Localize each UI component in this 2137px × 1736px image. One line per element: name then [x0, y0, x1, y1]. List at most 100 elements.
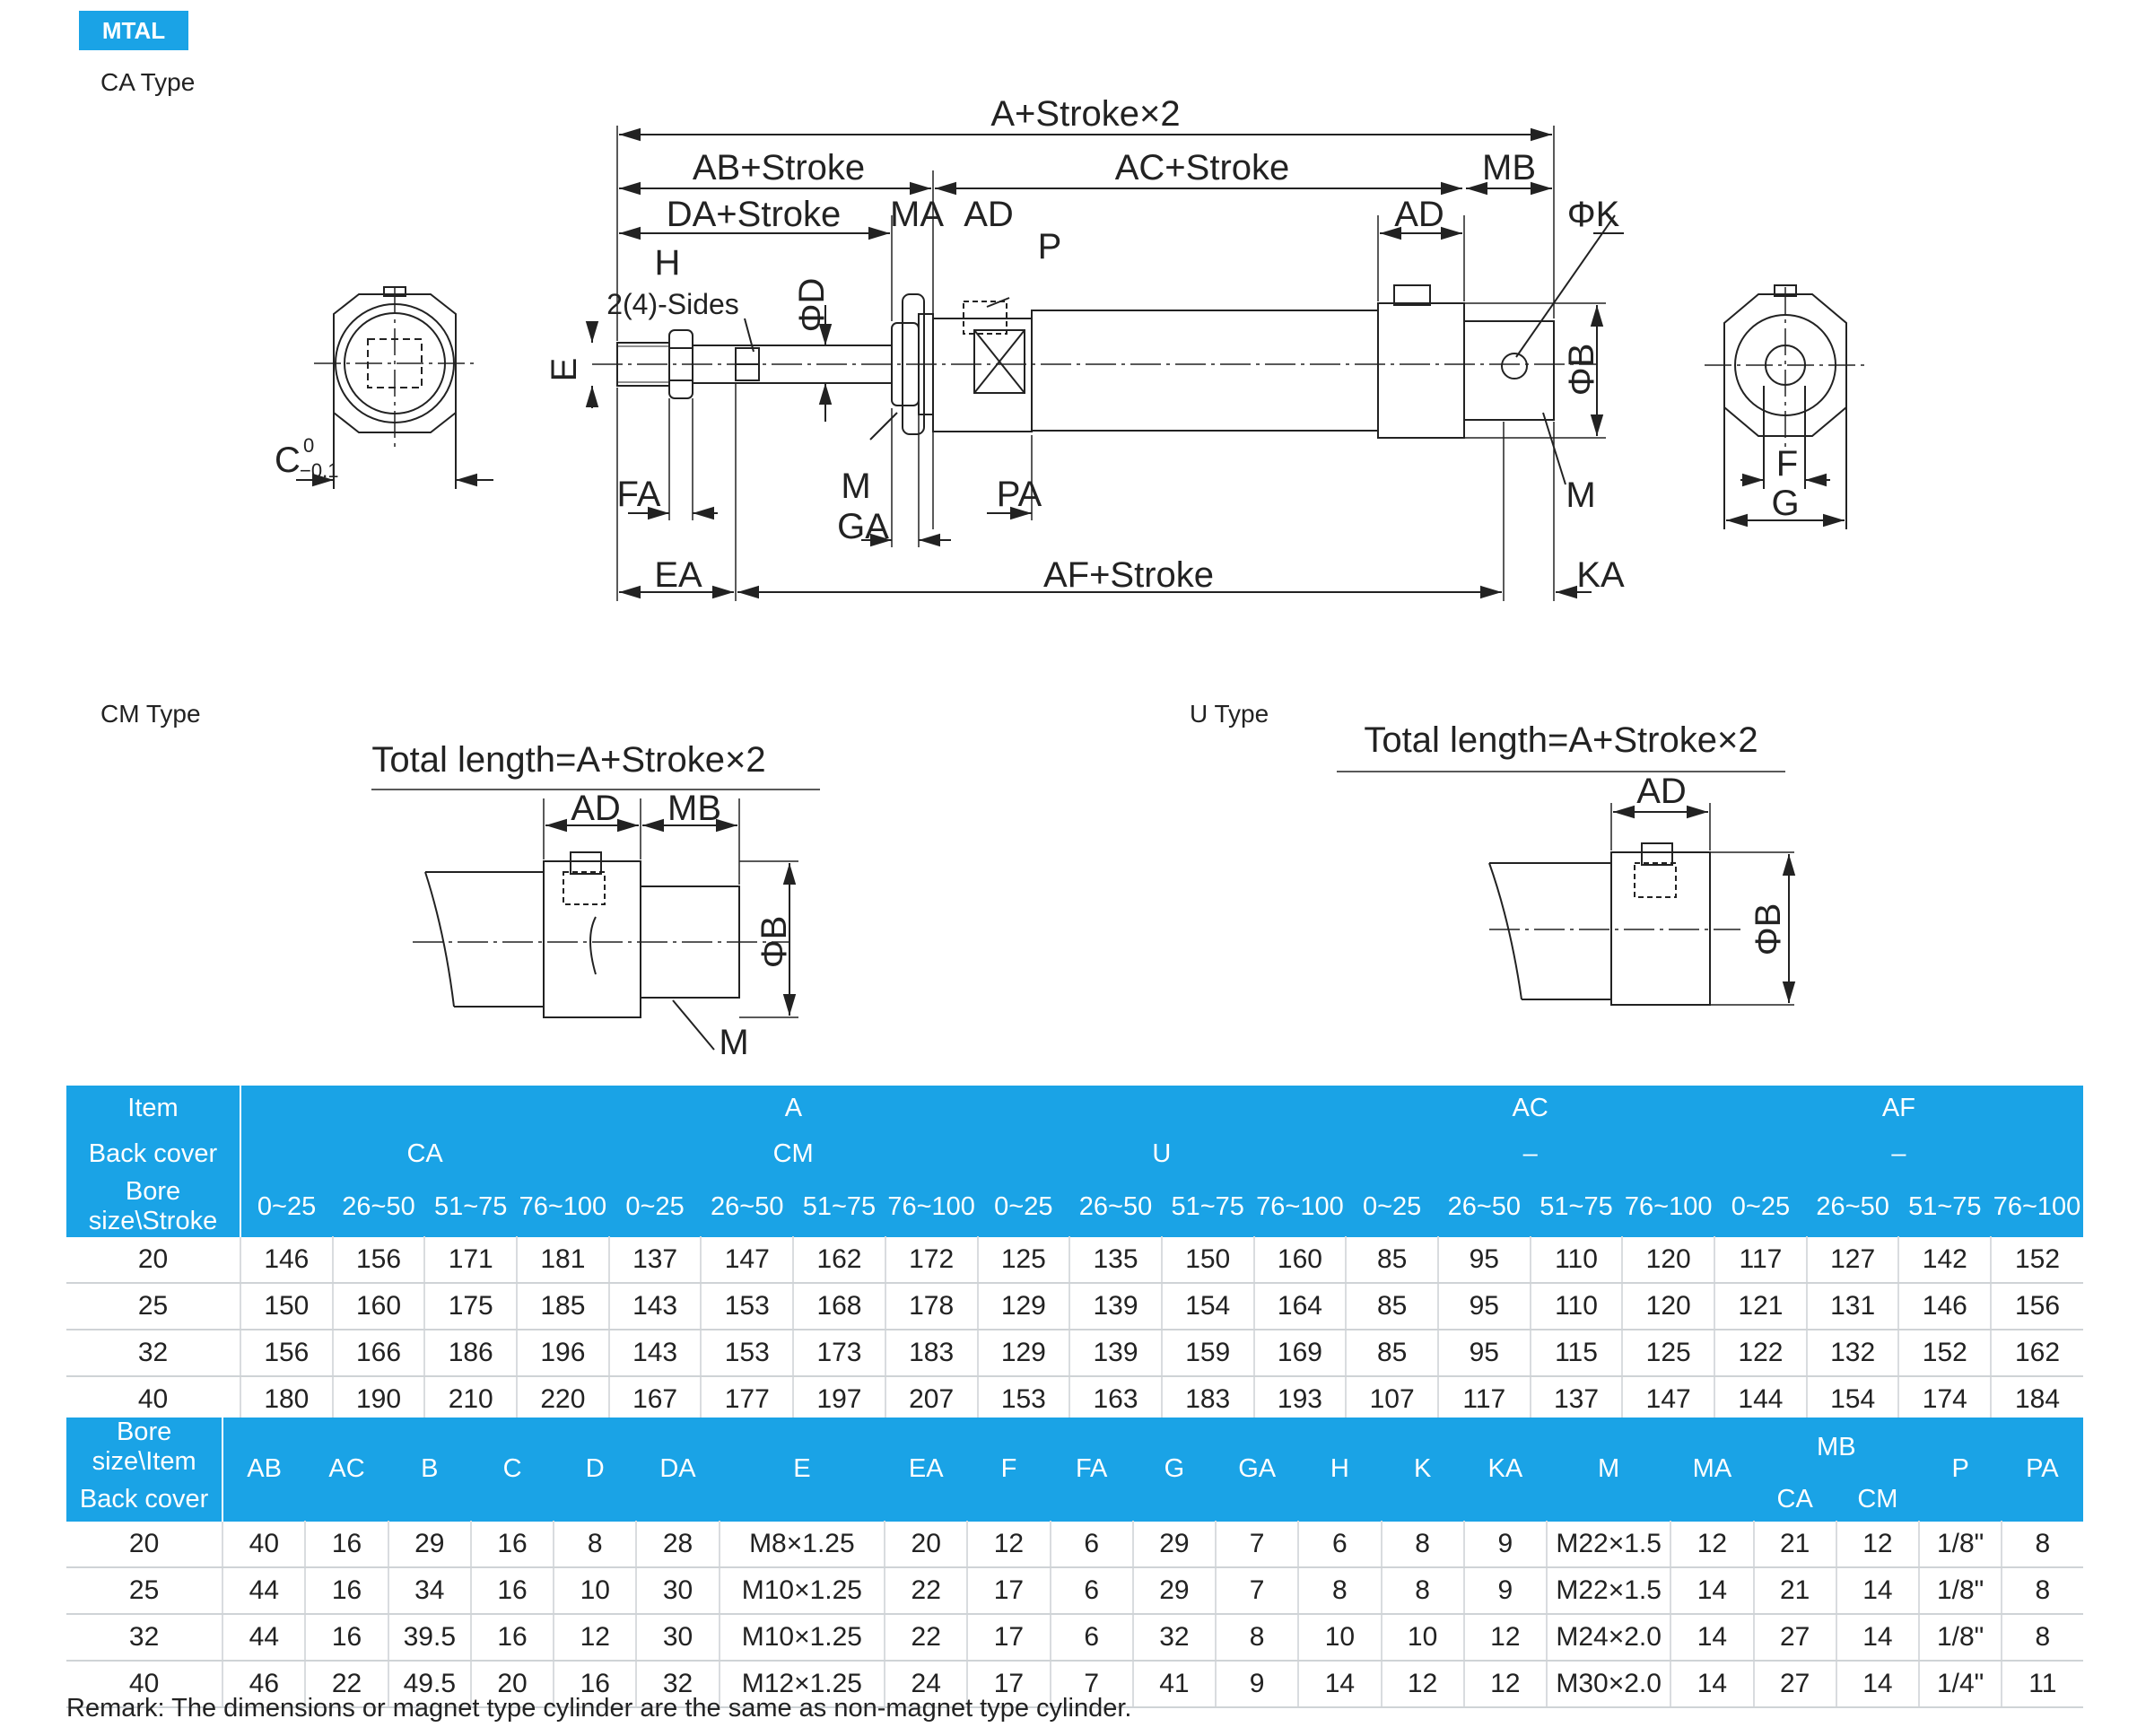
value-cell: 186 — [424, 1330, 519, 1377]
u-total-length: Total length=A+Stroke×2 — [1364, 720, 1758, 760]
u-dim-phi-b: ΦB — [1749, 903, 1788, 956]
column-header: PA — [2002, 1418, 2084, 1522]
column-header: K — [1381, 1418, 1465, 1522]
column-header: G — [1132, 1418, 1217, 1522]
corner-bore-item: Bore size\Item — [66, 1418, 224, 1478]
value-cell: 8 — [2002, 1521, 2083, 1568]
value-cell: 142 — [1898, 1236, 1993, 1284]
value-cell: 169 — [1253, 1330, 1348, 1377]
ca-type-drawing: A+Stroke×2 AB+Stroke AC+Stroke MB DA+Str… — [275, 94, 1866, 1062]
value-cell: 27 — [1753, 1614, 1837, 1662]
stroke-header: 76~100 — [517, 1176, 610, 1237]
column-header: M — [1546, 1418, 1671, 1522]
value-cell: 146 — [1898, 1283, 1993, 1330]
cm-type-drawing — [371, 789, 820, 1051]
stroke-header: 26~50 — [701, 1176, 794, 1237]
u-type-drawing — [1337, 771, 1796, 1006]
dim-ea: EA — [654, 555, 702, 595]
dim-da-stroke: DA+Stroke — [667, 195, 842, 234]
value-cell: 171 — [424, 1236, 519, 1284]
stroke-header: 26~50 — [1437, 1176, 1531, 1237]
stroke-header: 0~25 — [608, 1176, 702, 1237]
value-cell: 39.5 — [388, 1614, 472, 1662]
value-cell: 8 — [1381, 1521, 1465, 1568]
dim-h: H — [655, 243, 681, 283]
dim-pa: PA — [997, 475, 1042, 514]
value-cell: 8 — [2002, 1567, 2083, 1615]
dim-phi-b: ΦB — [1562, 344, 1601, 397]
dim-ga: GA — [837, 507, 889, 546]
value-cell: 154 — [1806, 1376, 1900, 1424]
value-cell: 32 — [1132, 1614, 1217, 1662]
value-cell: 9 — [1463, 1521, 1548, 1568]
value-cell: 22 — [885, 1614, 969, 1662]
column-header: GA — [1216, 1418, 1299, 1522]
group-ac-header: AC — [1346, 1086, 1715, 1131]
value-cell: 132 — [1806, 1330, 1900, 1377]
value-cell: 95 — [1437, 1283, 1531, 1330]
value-cell: 16 — [470, 1614, 555, 1662]
column-header: MA — [1670, 1418, 1755, 1522]
value-cell: 9 — [1216, 1661, 1300, 1708]
value-cell: 183 — [1161, 1376, 1255, 1424]
value-cell: 14 — [1298, 1661, 1383, 1708]
bore-size-cell: 20 — [66, 1236, 241, 1284]
value-cell: 95 — [1437, 1236, 1531, 1284]
value-cell: 152 — [1898, 1330, 1993, 1377]
ca-type-label: CA Type — [100, 68, 196, 96]
cover-u: U — [977, 1130, 1347, 1177]
value-cell: 7 — [1216, 1567, 1300, 1615]
row-label-back-cover: Back cover — [66, 1130, 241, 1177]
value-cell: 14 — [1836, 1567, 1921, 1615]
value-cell: 173 — [793, 1330, 886, 1377]
value-cell: M10×1.25 — [719, 1567, 886, 1615]
stroke-header: 26~50 — [1806, 1176, 1899, 1237]
value-cell: 12 — [1381, 1661, 1465, 1708]
value-cell: 180 — [240, 1376, 334, 1424]
column-header: KA — [1463, 1418, 1548, 1522]
stroke-header: 51~75 — [1161, 1176, 1255, 1237]
value-cell: M8×1.25 — [719, 1521, 886, 1568]
value-cell: M30×2.0 — [1546, 1661, 1672, 1708]
dim-ma: MA — [890, 195, 944, 234]
value-cell: 16 — [305, 1521, 389, 1568]
stroke-header: 76~100 — [1991, 1176, 2084, 1237]
dim-p: P — [1038, 227, 1062, 266]
value-cell: 8 — [1216, 1614, 1300, 1662]
value-cell: 12 — [554, 1614, 638, 1662]
value-cell: M12×1.25 — [719, 1661, 886, 1708]
value-cell: 129 — [977, 1330, 1071, 1377]
value-cell: 16 — [554, 1661, 638, 1708]
value-cell: 121 — [1714, 1283, 1808, 1330]
value-cell: 139 — [1069, 1283, 1163, 1330]
cover-ca: CA — [240, 1130, 610, 1177]
value-cell: 1/4" — [1919, 1661, 2003, 1708]
value-cell: 9 — [1463, 1567, 1548, 1615]
value-cell: 147 — [701, 1236, 795, 1284]
value-cell: 160 — [332, 1283, 426, 1330]
value-cell: 181 — [517, 1236, 610, 1284]
value-cell: 147 — [1622, 1376, 1716, 1424]
row-label-bore-stroke: Bore size\Stroke — [66, 1176, 241, 1237]
value-cell: 10 — [554, 1567, 638, 1615]
value-cell: 14 — [1836, 1614, 1921, 1662]
value-cell: 210 — [424, 1376, 519, 1424]
value-cell: 129 — [977, 1283, 1071, 1330]
value-cell: 11 — [2002, 1661, 2083, 1708]
value-cell: 166 — [332, 1330, 426, 1377]
cm-dim-ad: AD — [571, 789, 621, 828]
value-cell: 20 — [470, 1661, 555, 1708]
value-cell: 16 — [470, 1521, 555, 1568]
dim-m-left: M — [841, 467, 870, 506]
bore-size-cell: 40 — [66, 1376, 241, 1424]
dim-ac-stroke: AC+Stroke — [1115, 148, 1290, 188]
value-cell: 12 — [967, 1521, 1051, 1568]
dim-ad-right: AD — [1394, 195, 1444, 234]
bore-size-cell: 32 — [66, 1614, 224, 1662]
mb-sub-header: CA — [1753, 1477, 1837, 1522]
stroke-header: 51~75 — [793, 1176, 886, 1237]
dim-c: C — [275, 441, 301, 480]
